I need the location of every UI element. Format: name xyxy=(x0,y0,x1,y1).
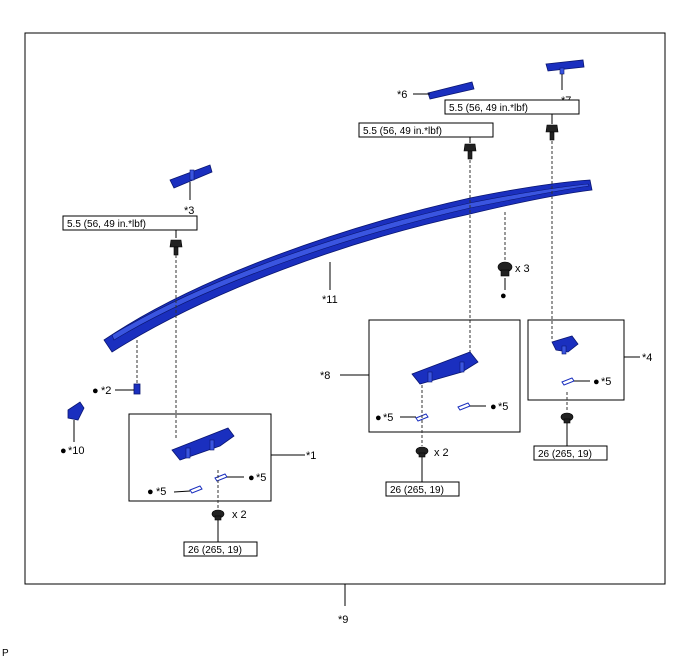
quantity-x3: x 3 xyxy=(515,263,530,275)
torque-value-left-bolt: 5.5 (56, 49 in.*lbf) xyxy=(67,219,146,230)
detail-box-1 xyxy=(128,413,272,502)
label-6: *6 xyxy=(397,89,407,101)
torque-box-right-bolt xyxy=(444,99,580,115)
label-5-box8-b: *5 xyxy=(498,401,508,413)
label-5-box8-a: *5 xyxy=(383,412,393,424)
torque-value-right-bolt: 5.5 (56, 49 in.*lbf) xyxy=(449,103,528,114)
cover-part-6 xyxy=(427,81,475,100)
label-2: *2 xyxy=(101,385,111,397)
nut-x3 xyxy=(497,261,513,277)
bullet-10: ● xyxy=(60,445,67,457)
label-5-box1-a: *5 xyxy=(156,486,166,498)
bullet-5-box8-b: ● xyxy=(490,401,497,413)
bullet-5-box1-b: ● xyxy=(248,472,255,484)
quantity-x2-box8: x 2 xyxy=(434,447,449,459)
torque-value-1: 26 (265, 19) xyxy=(188,545,242,556)
label-9: *9 xyxy=(338,614,348,626)
pin-part-2 xyxy=(133,383,141,395)
torque-value-8: 26 (265, 19) xyxy=(390,485,444,496)
label-5-box4: *5 xyxy=(601,376,611,388)
part-10 xyxy=(67,401,85,421)
quantity-x2-box1: x 2 xyxy=(232,509,247,521)
nut-box1 xyxy=(211,509,225,521)
label-8: *8 xyxy=(320,370,330,382)
clip-8b xyxy=(457,402,471,411)
torque-box-1 xyxy=(183,541,258,557)
bracket-part-1 xyxy=(171,427,235,461)
label-3: *3 xyxy=(184,205,194,217)
label-4: *4 xyxy=(642,352,652,364)
clip-4 xyxy=(561,377,575,386)
corner-mark: P xyxy=(2,648,9,658)
torque-value-4: 26 (265, 19) xyxy=(538,449,592,460)
cover-part-7 xyxy=(545,59,585,75)
clip-1b xyxy=(214,473,228,482)
label-5-box1-b: *5 xyxy=(256,472,266,484)
roof-rail-part xyxy=(103,179,593,353)
label-11: *11 xyxy=(322,294,338,306)
torque-box-left-bolt xyxy=(62,215,198,231)
diagram-frame xyxy=(24,32,666,585)
torque-value-center-bolt: 5.5 (56, 49 in.*lbf) xyxy=(363,126,442,137)
torque-box-center-bolt xyxy=(358,122,494,138)
bullet-5-box1-a: ● xyxy=(147,486,154,498)
bullet-2: ● xyxy=(92,385,99,397)
bracket-part-4 xyxy=(551,335,579,355)
clip-1a xyxy=(189,485,203,494)
label-1: *1 xyxy=(306,450,316,462)
detail-box-8 xyxy=(368,319,521,433)
bullet-nut: ● xyxy=(500,290,507,302)
label-10: *10 xyxy=(68,445,85,457)
bullet-5-box8-a: ● xyxy=(375,412,382,424)
bracket-part-8 xyxy=(411,351,479,385)
bullet-5-box4: ● xyxy=(593,376,600,388)
torque-box-8 xyxy=(385,481,460,497)
bolt-right xyxy=(545,124,559,141)
torque-box-4 xyxy=(533,445,608,461)
detail-box-4 xyxy=(527,319,625,401)
nut-box4 xyxy=(560,412,574,424)
cover-part-3 xyxy=(169,164,213,189)
bolt-center xyxy=(463,143,477,160)
bolt-left xyxy=(169,239,183,256)
nut-box8 xyxy=(415,446,429,458)
